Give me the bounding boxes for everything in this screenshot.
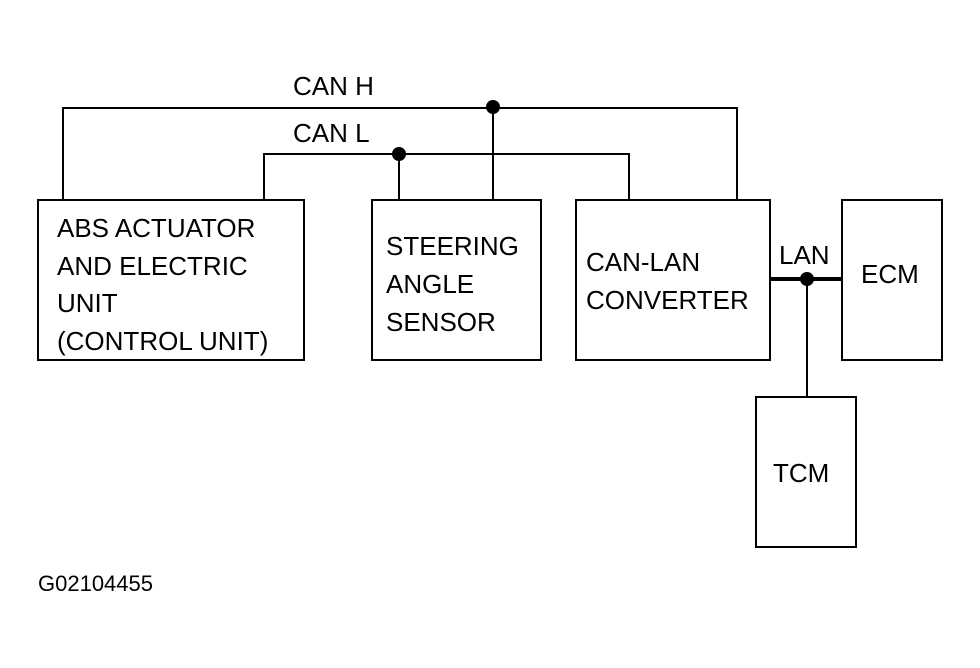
abs-actuator-box <box>37 199 305 361</box>
abs-label-line-2: AND ELECTRIC <box>57 251 248 281</box>
steering-label-line-2: ANGLE <box>386 269 474 299</box>
converter-label-line-2: CONVERTER <box>586 285 749 315</box>
can-l-junction-dot <box>392 147 406 161</box>
can-lan-converter-box <box>575 199 771 361</box>
ecm-box <box>841 199 943 361</box>
lan-label: LAN <box>779 240 830 270</box>
converter-label-line-1: CAN-LAN <box>586 247 700 277</box>
steering-label-line-3: SENSOR <box>386 307 496 337</box>
can-h-junction-dot <box>486 100 500 114</box>
tcm-box <box>755 396 857 548</box>
figure-id: G02104455 <box>38 571 153 596</box>
abs-label-line-3: UNIT <box>57 288 118 318</box>
steering-angle-sensor-box <box>371 199 542 361</box>
can-h-bus-line <box>62 107 738 200</box>
lan-junction-dot <box>800 272 814 286</box>
abs-label-line-1: ABS ACTUATOR <box>57 213 255 243</box>
can-l-label: CAN L <box>293 118 370 148</box>
can-h-label: CAN H <box>293 71 374 101</box>
can-l-bus-line <box>263 153 630 200</box>
ecm-label: ECM <box>861 259 919 289</box>
tcm-label: TCM <box>773 458 829 488</box>
abs-label-line-4: (CONTROL UNIT) <box>57 326 268 356</box>
steering-label-line-1: STEERING <box>386 231 519 261</box>
